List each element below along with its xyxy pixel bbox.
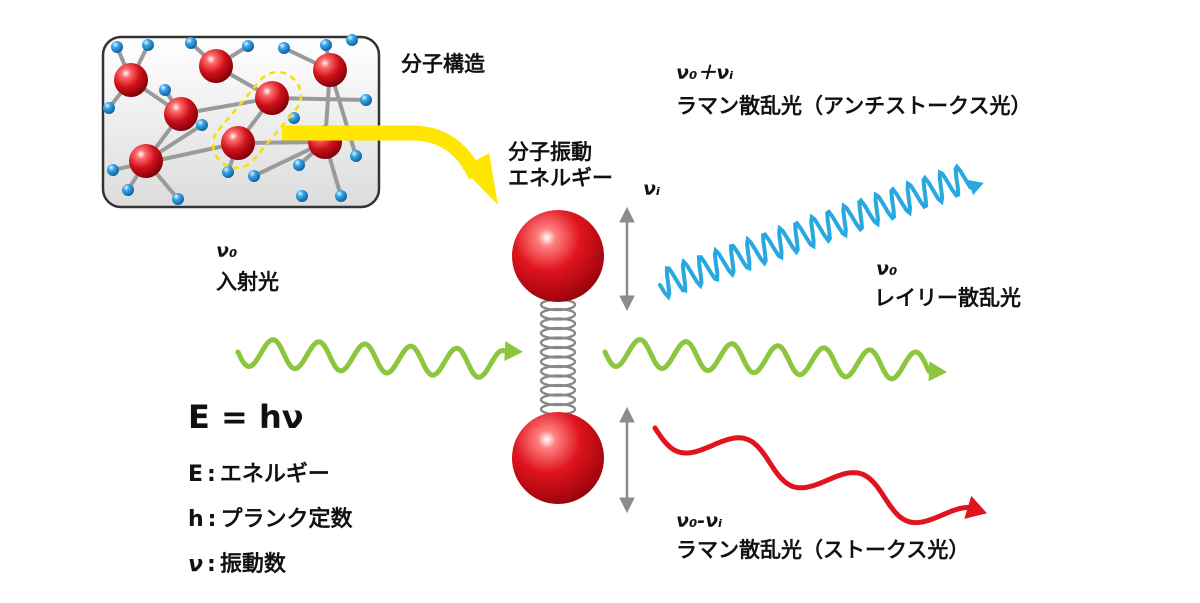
legend-separator: : [207,462,216,487]
legend-e-desc: エネルギー [219,462,330,487]
diatomic-molecule [512,210,604,504]
rayleigh-label: レイリー散乱光 [874,286,1021,310]
legend-frequency: ν:振動数 [188,546,286,578]
legend-separator: : [207,507,217,532]
legend-energy: E:エネルギー [188,456,330,488]
legend-v-key: ν [188,552,203,577]
nu-i-label: νᵢ [643,178,661,200]
anti-stokes-nu-label: ν₀＋νᵢ [676,62,734,84]
legend-h-key: h [188,507,204,532]
vibration-energy-label-line1: 分子振動 [508,140,592,164]
rayleigh-nu-label: ν₀ [876,258,898,280]
anti-stokes-label: ラマン散乱光（アンチストークス光） [676,94,1032,118]
molecular-structure-label: 分子構造 [401,52,485,76]
legend-h-desc: プランク定数 [220,507,353,532]
upper-atom [512,210,604,302]
incident-light-label: 入射光 [216,270,279,294]
anti-stokes-wave [658,163,984,301]
vibration-arrow-upper [619,206,635,312]
incident-nu-label: ν₀ [216,240,238,262]
rayleigh-scattered-wave [602,337,947,382]
formula: E = hν [188,398,304,436]
stokes-wave [652,425,987,526]
highlight-outline [211,70,303,170]
lower-atom [512,412,604,504]
molecular-structure-inset [101,34,381,209]
incident-light-wave [235,337,523,380]
inset-large-atoms [114,49,347,178]
inset-frame [101,35,381,209]
vibration-arrow-lower [619,406,635,514]
stokes-label: ラマン散乱光（ストークス光） [676,538,970,562]
spring [539,298,577,416]
legend-separator: : [207,552,216,577]
yellow-arrow [282,125,498,205]
inset-small-atoms [103,34,372,205]
legend-planck: h:プランク定数 [188,501,353,533]
vibration-energy-label-line2: エネルギー [508,166,613,190]
legend-v-desc: 振動数 [219,552,286,577]
legend-e-key: E [188,462,204,487]
stokes-nu-label: ν₀-νᵢ [676,510,723,532]
